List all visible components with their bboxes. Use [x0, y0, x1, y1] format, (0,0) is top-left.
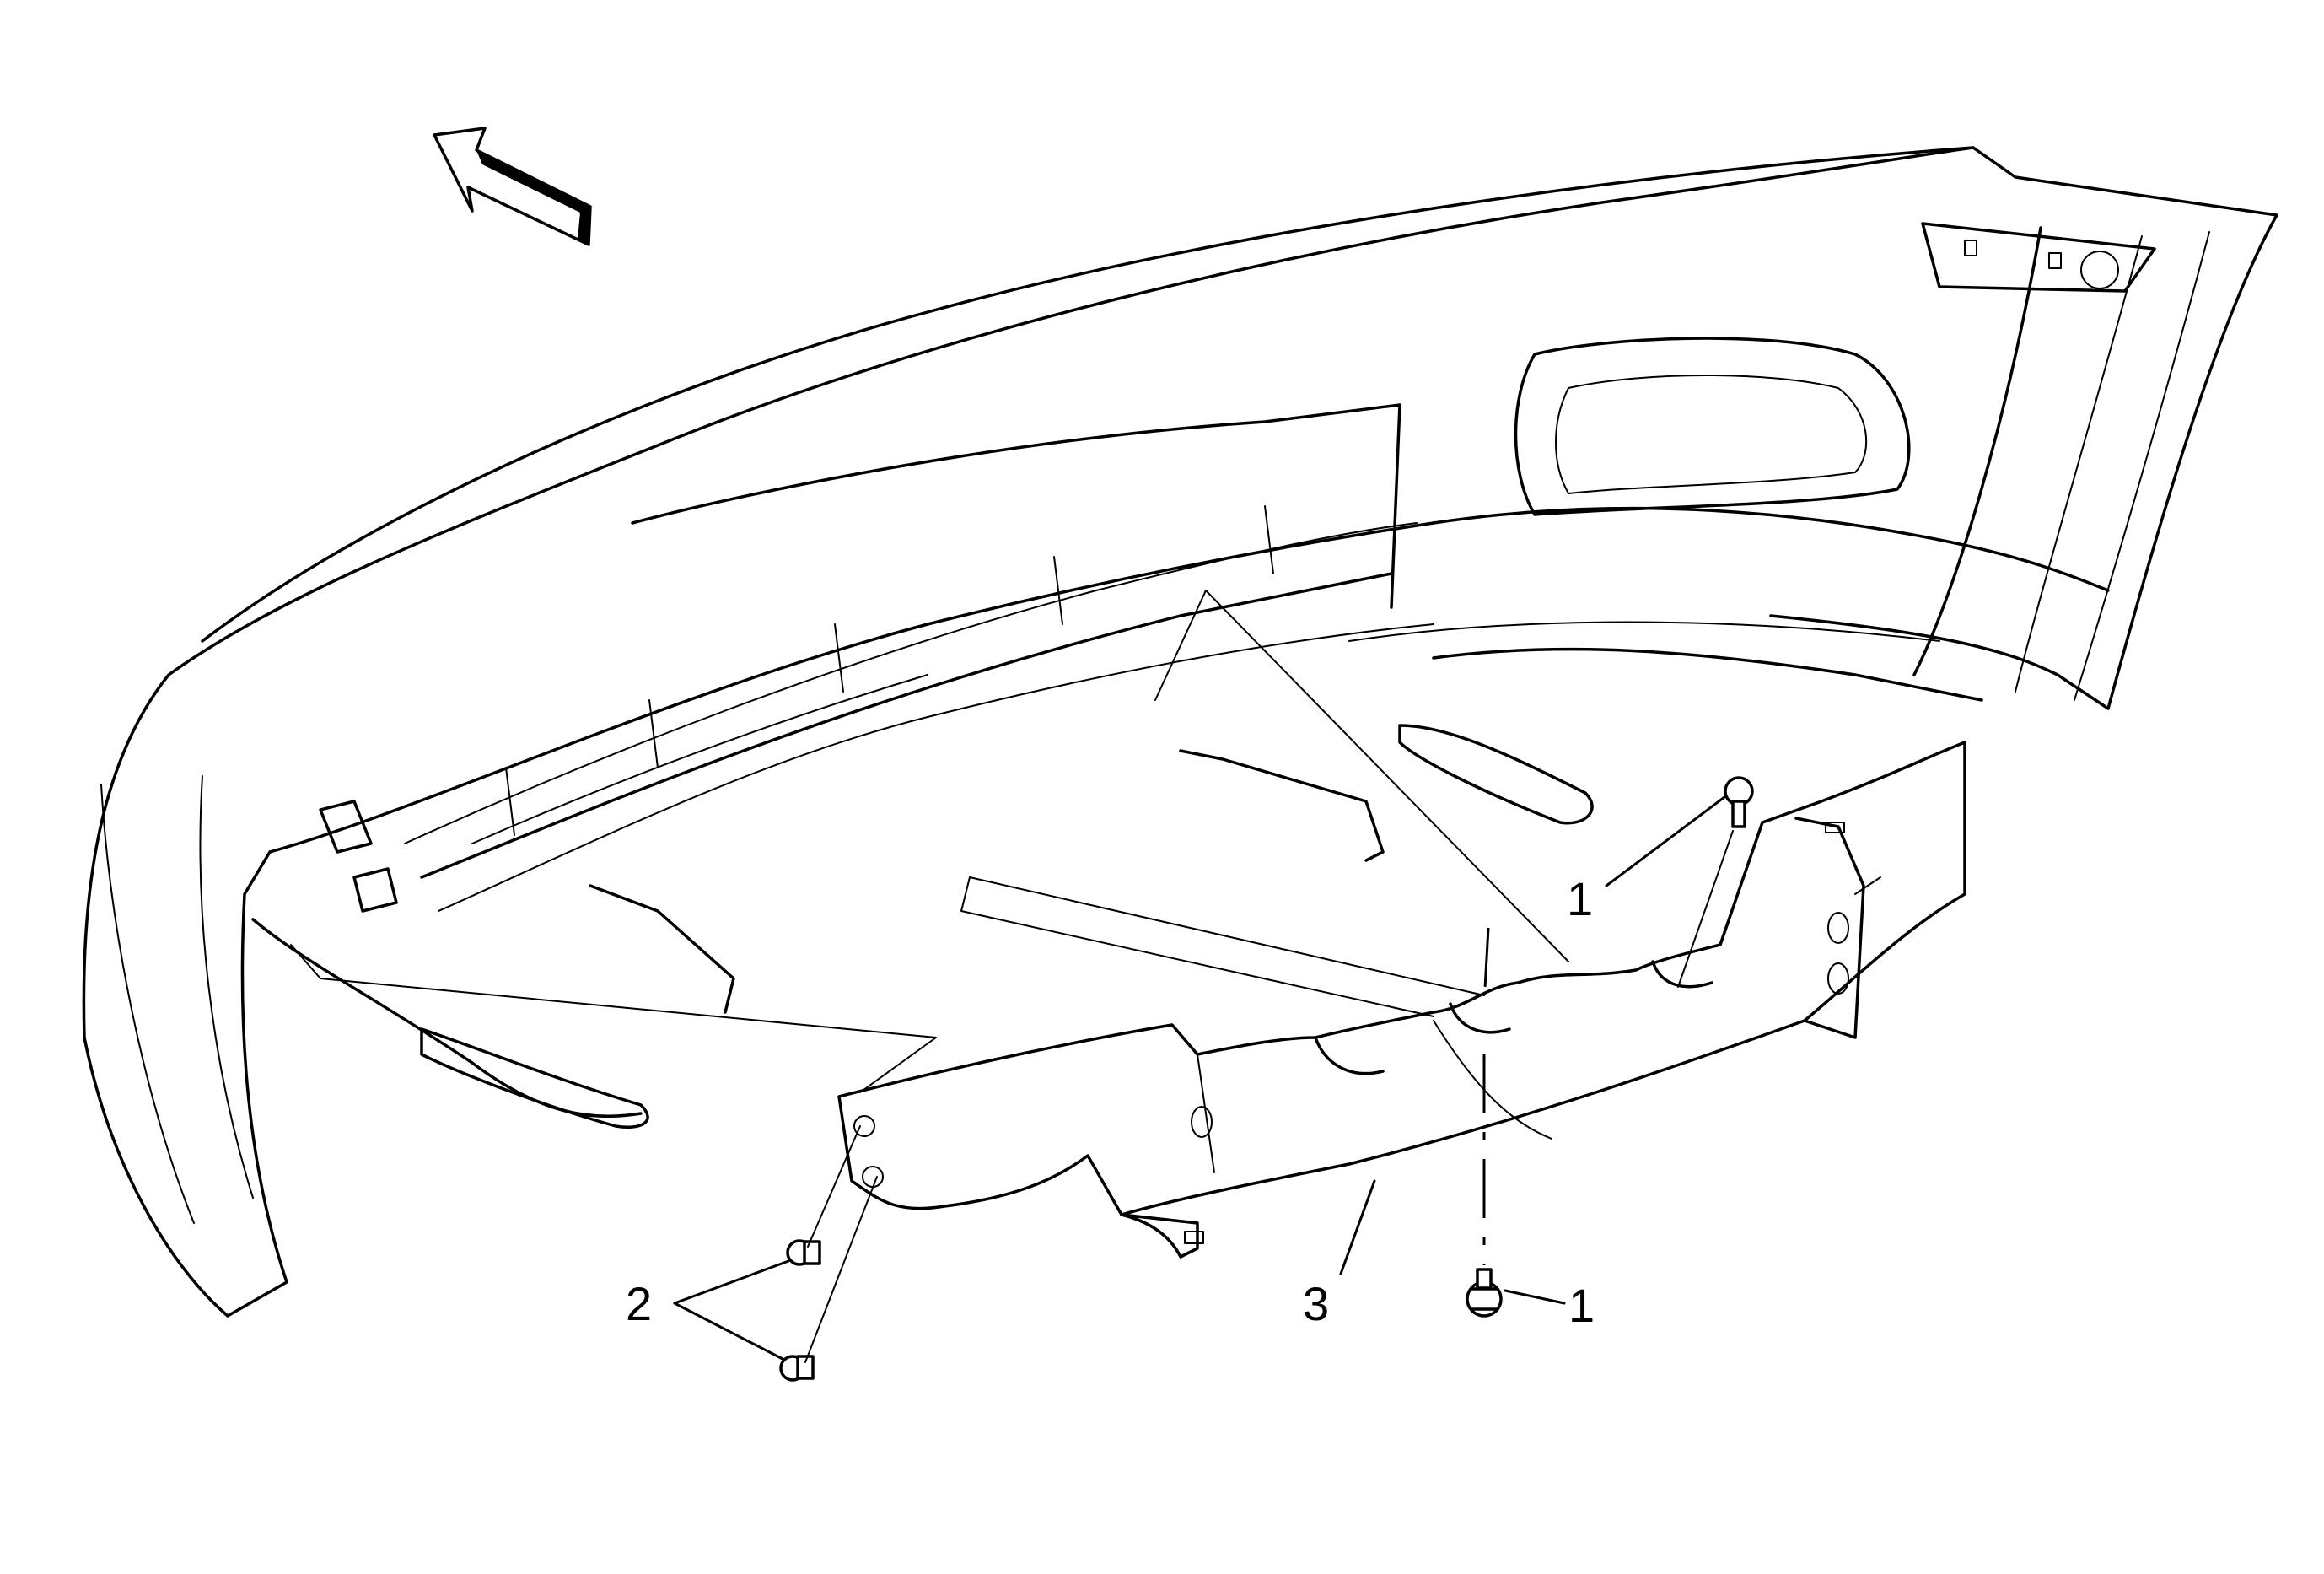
- front-bumper-fascia: [82, 146, 2278, 1318]
- callout-2: 2: [626, 1277, 652, 1330]
- air-deflector: [837, 741, 1966, 1259]
- callout-3: 3: [1303, 1277, 1329, 1330]
- installation-guide-lines: [290, 590, 1569, 1265]
- callout-leaders: [673, 795, 1726, 1361]
- push-clip-icon: [779, 1355, 815, 1382]
- bolt-icon: [1466, 1268, 1503, 1318]
- callout-1-lower: 1: [1568, 1279, 1595, 1332]
- callout-1-upper: 1: [1567, 872, 1593, 925]
- push-clip-icon: [786, 1239, 821, 1266]
- front-direction-arrow-icon: [433, 127, 592, 246]
- bolt-icon: [1724, 776, 1754, 828]
